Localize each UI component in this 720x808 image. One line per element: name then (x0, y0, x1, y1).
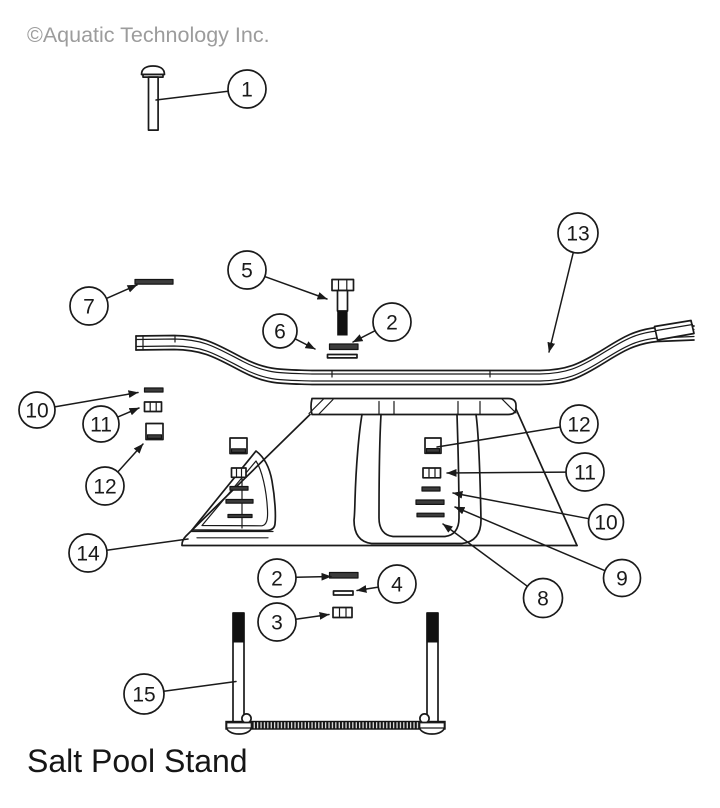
callout-11-left-label: 11 (90, 414, 112, 437)
callout-13-label: 13 (566, 223, 589, 246)
diagram-title: Salt Pool Stand (27, 743, 248, 779)
callout-1: 1 (227, 69, 267, 109)
callout-12-right-label: 12 (567, 414, 590, 437)
callout-6: 6 (262, 313, 298, 349)
hex-bolt-part (331, 278, 355, 336)
leader-15 (163, 680, 237, 692)
leader-9 (454, 506, 606, 572)
callout-15-label: 15 (132, 684, 155, 707)
leader-1 (155, 90, 229, 101)
fin-square-cap (229, 437, 248, 455)
callout-12-right: 12 (559, 404, 599, 444)
callout-11-left: 11 (82, 405, 120, 443)
leader-8 (442, 523, 529, 588)
callout-14: 14 (68, 533, 108, 573)
fin-nut (230, 467, 247, 479)
leader-14 (106, 538, 189, 551)
nut-11-part (143, 401, 163, 413)
u-stand-crossbar (225, 720, 446, 730)
leader-2-top (352, 329, 376, 343)
callout-10-right-label: 10 (594, 512, 617, 535)
carriage-bolt-part (140, 65, 166, 131)
leader-11-left (116, 407, 140, 418)
leader-2-bottom (295, 572, 332, 581)
callout-3: 3 (257, 602, 297, 642)
crossbar-part (135, 319, 695, 386)
callout-4: 4 (377, 564, 417, 604)
channel-bar-8 (416, 512, 445, 518)
flat-10-part (143, 387, 164, 393)
copyright-text: ©Aquatic Technology Inc. (27, 23, 270, 47)
channel-nut (422, 467, 442, 479)
callout-7-label: 7 (83, 296, 95, 319)
callout-9: 9 (602, 558, 642, 598)
leader-10-right (452, 490, 590, 520)
callout-6-label: 6 (274, 321, 286, 344)
leader-3 (295, 611, 330, 620)
leader-12-right (436, 426, 562, 448)
leader-11-right (446, 469, 567, 477)
callout-9-label: 9 (616, 568, 628, 591)
callout-8: 8 (522, 577, 564, 619)
callout-14-label: 14 (76, 543, 100, 566)
washer-2-top-part (328, 343, 359, 351)
washer-6-part (326, 353, 358, 359)
base-part (181, 397, 578, 547)
callout-10-right: 10 (587, 503, 625, 541)
callout-5: 5 (227, 250, 267, 290)
callout-1-label: 1 (241, 79, 253, 102)
callout-2-bottom: 2 (257, 558, 297, 598)
channel-square-cap (424, 437, 442, 455)
callout-11-right: 11 (565, 452, 605, 492)
callout-10-left: 10 (18, 391, 56, 429)
leader-7 (105, 284, 138, 300)
leader-4 (356, 585, 380, 593)
leader-5 (264, 275, 328, 300)
callout-15: 15 (123, 673, 165, 715)
callout-12-left: 12 (85, 466, 125, 506)
callout-2-top: 2 (372, 302, 412, 342)
channel-bar-10 (421, 486, 441, 492)
washer-2-bottom-part (328, 571, 359, 579)
callout-13: 13 (557, 212, 599, 254)
callout-2-bottom-label: 2 (271, 568, 283, 591)
leader-12-left (117, 443, 144, 473)
callout-10-left-label: 10 (25, 400, 48, 423)
u-stand-part (225, 612, 446, 735)
channel-bar-9 (415, 499, 445, 506)
callout-4-label: 4 (391, 574, 403, 597)
washer-4-part (332, 590, 354, 596)
callout-7: 7 (69, 286, 109, 326)
callout-2-top-label: 2 (386, 312, 398, 335)
callout-11-right-label: 11 (574, 462, 596, 485)
strip-7-part (134, 278, 174, 285)
leader-13 (547, 251, 575, 353)
leader-6 (294, 338, 316, 350)
callout-3-label: 3 (271, 612, 283, 635)
callout-5-label: 5 (241, 260, 253, 283)
nut-3-part (332, 606, 353, 619)
leader-10-left (53, 390, 139, 408)
square-cap-12-part (145, 422, 164, 441)
callout-12-left-label: 12 (93, 476, 116, 499)
callout-8-label: 8 (537, 588, 549, 611)
